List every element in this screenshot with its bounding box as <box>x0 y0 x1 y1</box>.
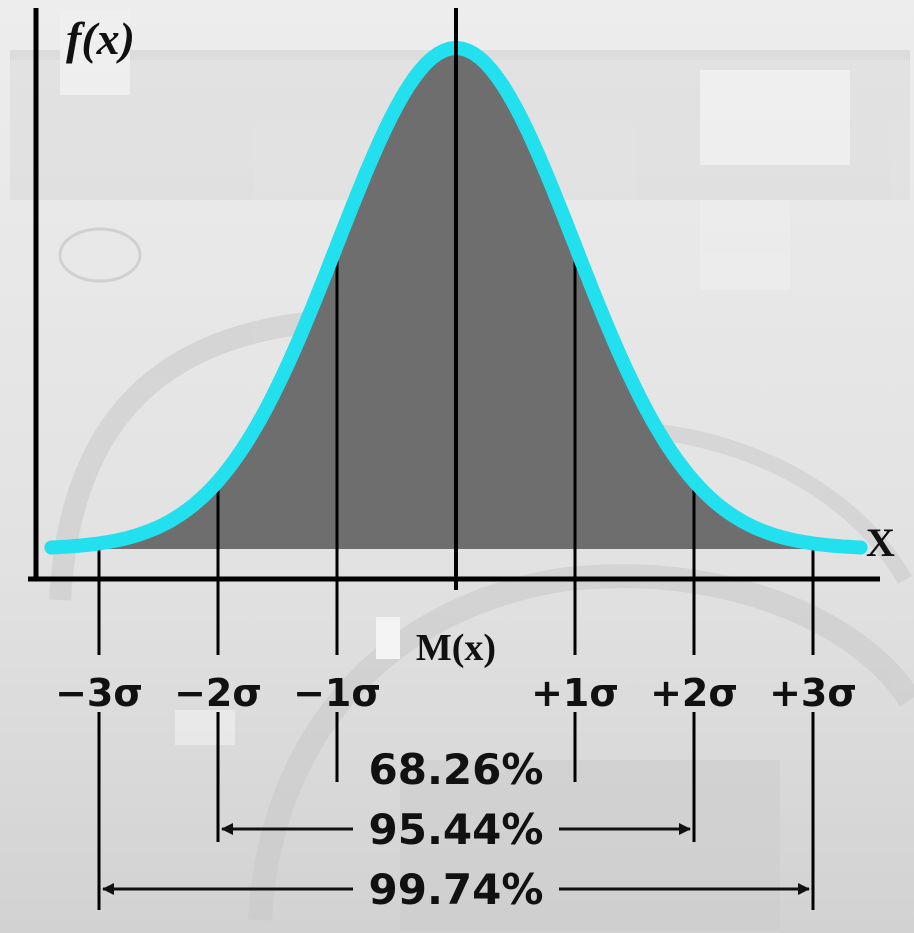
mean-label-backdrop <box>376 617 400 659</box>
sigma-label-minus3: −3σ <box>55 671 143 715</box>
interval-label-1sigma: 68.26% <box>369 745 544 794</box>
sigma-label-plus3: +3σ <box>769 671 857 715</box>
sigma-label-minus1: −1σ <box>293 671 381 715</box>
sigma-labels: −3σ −2σ −1σ +1σ +2σ +3σ <box>55 671 857 715</box>
sigma-label-minus2: −2σ <box>174 671 262 715</box>
interval-label-2sigma: 95.44% <box>369 805 544 854</box>
interval-annotations: 68.26% 95.44% 99.74% <box>102 745 810 914</box>
interval-label-3sigma: 99.74% <box>369 865 544 914</box>
sigma-label-plus2: +2σ <box>650 671 738 715</box>
y-axis-label: f(x) <box>66 13 135 64</box>
mean-label: M(x) <box>416 627 496 669</box>
sigma-gridlines <box>97 249 815 910</box>
sigma-label-plus1: +1σ <box>531 671 619 715</box>
x-axis-label: X <box>866 520 895 565</box>
